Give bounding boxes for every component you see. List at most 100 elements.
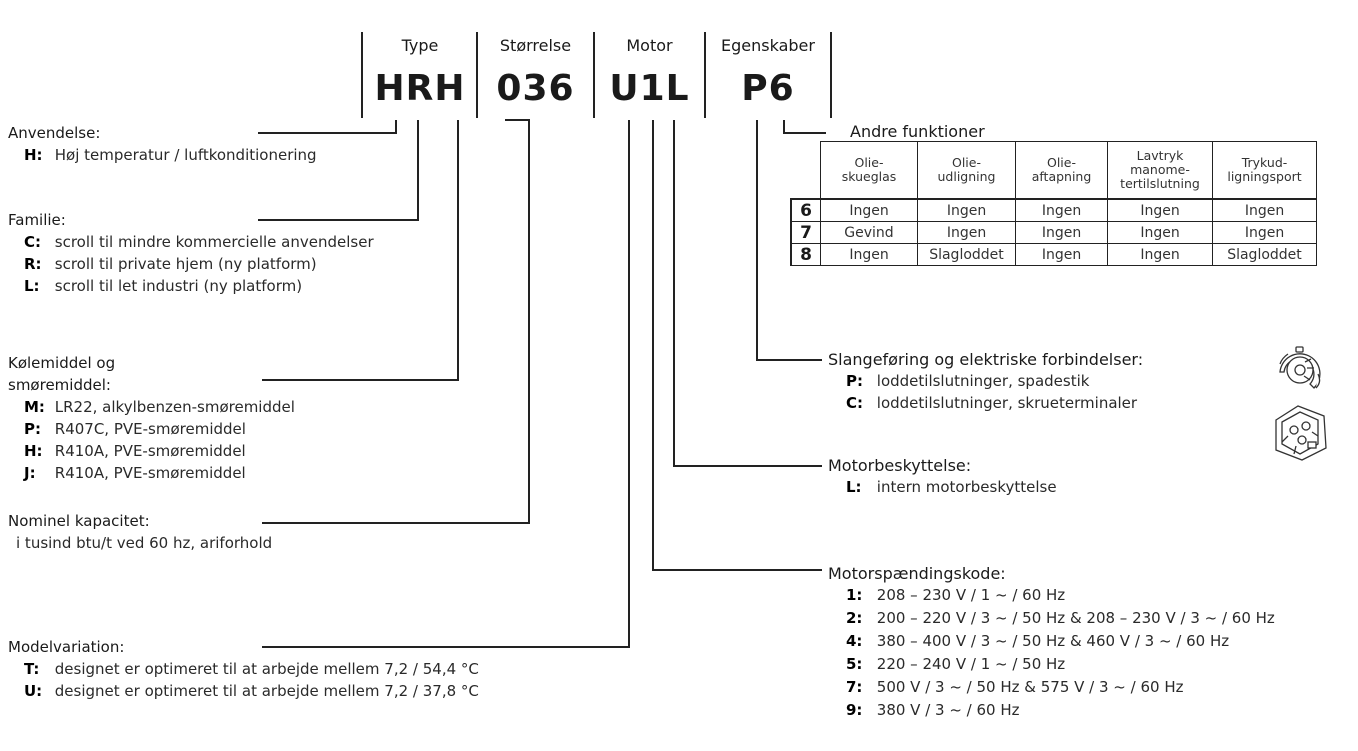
table-cell: Ingen (820, 243, 918, 266)
item-text: 220 – 240 V / 1 ~ / 50 Hz (876, 655, 1066, 673)
leader-motor-protection (673, 120, 822, 467)
column-header: Trykud- ligningsport (1212, 141, 1317, 200)
table-cell: Ingen (820, 198, 918, 222)
item-key: 2: (846, 609, 863, 627)
screw-terminal-icon (1275, 405, 1327, 461)
item-text: LR22, alkylbenzen-smøremiddel (54, 398, 295, 416)
item-text: 500 V / 3 ~ / 50 Hz & 575 V / 3 ~ / 60 H… (876, 678, 1184, 696)
item-key: M: (24, 398, 45, 416)
row-code: 6 (790, 198, 821, 222)
item-key: J: (24, 464, 36, 482)
item-key: H: (24, 146, 43, 164)
item-key: U: (24, 682, 43, 700)
row-code: 7 (790, 221, 821, 244)
item-text: Høj temperatur / luftkonditionering (54, 146, 317, 164)
refrigerant-item: J: R410A, PVE-smøremiddel (24, 464, 246, 482)
model-variation-item: T: designet er optimeret til at arbejde … (24, 660, 479, 678)
row-code: 8 (790, 243, 821, 266)
item-key: C: (846, 394, 864, 412)
spade-terminal-icon (1279, 346, 1321, 389)
item-text: R410A, PVE-smøremiddel (54, 442, 246, 460)
leader-family (258, 120, 419, 221)
motor-voltage-item: 7: 500 V / 3 ~ / 50 Hz & 575 V / 3 ~ / 6… (846, 678, 1183, 696)
table-row: 8 Ingen Slagloddet Ingen Ingen Slaglodde… (790, 243, 1317, 266)
motor-voltage-item: 5: 220 – 240 V / 1 ~ / 50 Hz (846, 655, 1065, 673)
motor-voltage-item: 2: 200 – 220 V / 3 ~ / 50 Hz & 208 – 230… (846, 609, 1275, 627)
motor-protection-item: L: intern motorbeskyttelse (846, 478, 1057, 496)
connections-item: P: loddetilslutninger, spadestik (846, 372, 1089, 390)
model-variation-item: U: designet er optimeret til at arbejde … (24, 682, 479, 700)
application-item: H: Høj temperatur / luftkonditionering (24, 146, 317, 164)
column-header: Olie- skueglas (820, 141, 918, 200)
refrigerant-item: H: R410A, PVE-smøremiddel (24, 442, 246, 460)
code-size: 036 (496, 68, 575, 109)
item-text: designet er optimeret til at arbejde mel… (54, 682, 479, 700)
header-features-label: Egenskaber (721, 36, 815, 55)
item-text: 380 – 400 V / 3 ~ / 50 Hz & 460 V / 3 ~ … (876, 632, 1230, 650)
item-text: designet er optimeret til at arbejde mel… (54, 660, 479, 678)
table-cell: Ingen (1212, 198, 1317, 222)
column-header-label: Lavtryk manome- tertilslutning (1120, 148, 1200, 191)
item-key: 5: (846, 655, 863, 673)
family-title: Familie: (8, 211, 66, 229)
item-key: 9: (846, 701, 863, 719)
table-corner (791, 141, 821, 199)
header-motor-label: Motor (626, 36, 673, 55)
item-text: intern motorbeskyttelse (876, 478, 1057, 496)
item-text: 380 V / 3 ~ / 60 Hz (876, 701, 1020, 719)
item-key: T: (24, 660, 40, 678)
leader-connections (756, 120, 822, 361)
column-header: Lavtryk manome- tertilslutning (1107, 141, 1213, 200)
leader-capacity (262, 119, 530, 524)
connections-item: C: loddetilslutninger, skrueterminaler (846, 394, 1137, 412)
item-text: loddetilslutninger, spadestik (876, 372, 1090, 390)
model-variation-title: Modelvariation: (8, 638, 125, 656)
table-row: 7 Gevind Ingen Ingen Ingen Ingen (790, 221, 1317, 244)
refrigerant-title-line1: Kølemiddel og (8, 354, 116, 372)
column-header-label: Olie- udligning (937, 155, 996, 184)
leader-application (258, 120, 397, 134)
item-key: R: (24, 255, 42, 273)
table-cell: Ingen (917, 198, 1016, 222)
motor-voltage-title: Motorspændingskode: (828, 564, 1006, 583)
family-item: C: scroll til mindre kommercielle anvend… (24, 233, 374, 251)
item-key: L: (846, 478, 862, 496)
table-cell: Gevind (820, 221, 918, 244)
item-key: P: (846, 372, 863, 390)
item-key: 1: (846, 586, 863, 604)
column-header-label: Olie- skueglas (841, 155, 897, 184)
motor-voltage-item: 4: 380 – 400 V / 3 ~ / 50 Hz & 460 V / 3… (846, 632, 1229, 650)
item-text: R410A, PVE-smøremiddel (54, 464, 246, 482)
family-item: L: scroll til let industri (ny platform) (24, 277, 302, 295)
connections-title: Slangeføring og elektriske forbindelser: (828, 350, 1144, 369)
refrigerant-item: P: R407C, PVE-smøremiddel (24, 420, 246, 438)
capacity-title: Nominel kapacitet: (8, 512, 150, 530)
table-cell: Ingen (1107, 221, 1213, 244)
other-functions-table: Olie- skueglas Olie- udligning Olie- aft… (790, 141, 1317, 266)
table-cell: Ingen (1107, 243, 1213, 266)
header-type-label: Type (401, 36, 439, 55)
column-header-label: Olie- aftapning (1031, 155, 1092, 184)
table-cell: Slagloddet (1212, 243, 1317, 266)
item-text: 200 – 220 V / 3 ~ / 50 Hz & 208 – 230 V … (876, 609, 1275, 627)
motor-voltage-item: 1: 208 – 230 V / 1 ~ / 60 Hz (846, 586, 1065, 604)
item-text: scroll til let industri (ny platform) (54, 277, 303, 295)
item-key: P: (24, 420, 41, 438)
motor-voltage-item: 9: 380 V / 3 ~ / 60 Hz (846, 701, 1020, 719)
item-text: 208 – 230 V / 1 ~ / 60 Hz (876, 586, 1066, 604)
item-key: H: (24, 442, 43, 460)
leader-refrigerant (262, 120, 459, 381)
code-type: HRH (374, 68, 466, 109)
family-item: R: scroll til private hjem (ny platform) (24, 255, 317, 273)
item-key: L: (24, 277, 40, 295)
refrigerant-item: M: LR22, alkylbenzen-smøremiddel (24, 398, 295, 416)
item-text: scroll til mindre kommercielle anvendels… (54, 233, 374, 251)
application-title: Anvendelse: (8, 124, 101, 142)
column-header: Olie- aftapning (1015, 141, 1108, 200)
item-key: 7: (846, 678, 863, 696)
item-text: R407C, PVE-smøremiddel (54, 420, 246, 438)
table-cell: Ingen (1015, 221, 1108, 244)
table-row: 6 Ingen Ingen Ingen Ingen Ingen (790, 198, 1317, 222)
